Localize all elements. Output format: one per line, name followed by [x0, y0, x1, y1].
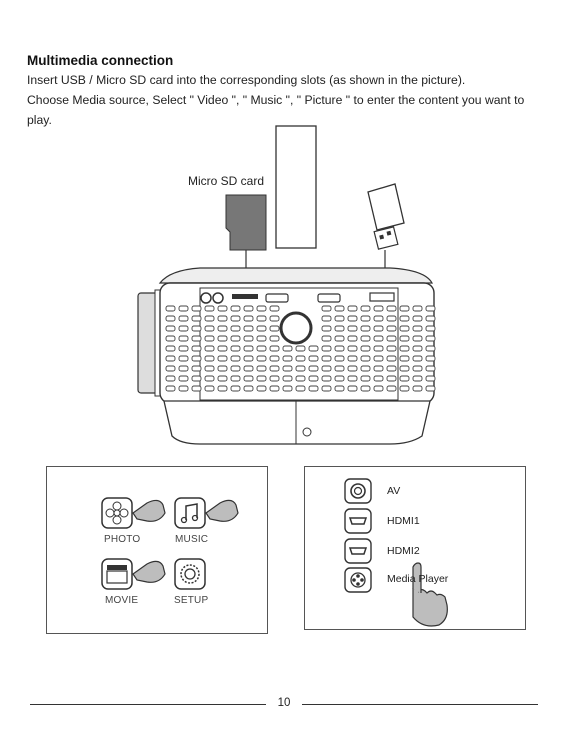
footer-rule-left	[30, 704, 266, 705]
source-item-hdmi1[interactable]: HDMI1	[387, 515, 420, 527]
usb-stick-icon	[368, 184, 404, 249]
source-item-hdmi2[interactable]: HDMI2	[387, 545, 420, 557]
clapperboard-icon	[102, 559, 132, 589]
hdmi-port-icon	[345, 509, 371, 533]
app-label-music: MUSIC	[175, 534, 208, 545]
source-menu-panel: AV HDMI1 HDMI2 Media Player	[304, 466, 526, 630]
media-apps-graphics	[47, 467, 267, 633]
gear-icon	[175, 559, 205, 589]
micro-sd-card-label: Micro SD card	[188, 174, 264, 188]
source-item-av[interactable]: AV	[387, 485, 400, 497]
media-apps-panel: PHOTO MUSIC MOVIE SETUP	[46, 466, 268, 634]
source-item-media-player[interactable]: Media Player	[387, 573, 448, 585]
av-jack-icon	[345, 479, 371, 503]
app-label-setup: SETUP	[174, 595, 208, 606]
flower-icon	[102, 498, 132, 528]
projector-illustration	[0, 0, 567, 460]
micro-sd-card-icon	[226, 195, 266, 250]
footer-rule-right	[302, 704, 538, 705]
app-label-movie: MOVIE	[105, 595, 138, 606]
media-player-icon	[345, 568, 371, 592]
app-label-photo: PHOTO	[104, 534, 140, 545]
hdmi-port-icon	[345, 539, 371, 563]
page-number: 10	[272, 697, 296, 709]
music-note-icon	[175, 498, 205, 528]
